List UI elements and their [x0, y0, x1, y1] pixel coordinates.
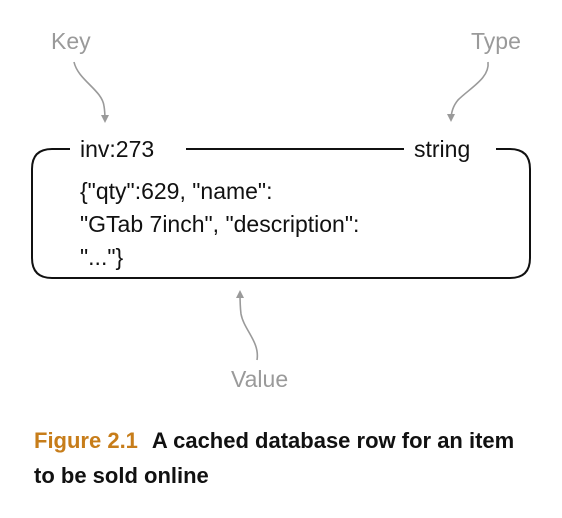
record-value-line: "GTab 7inch", "description":	[80, 211, 360, 237]
figure-number: Figure 2.1	[34, 428, 138, 453]
record-key: inv:273	[80, 136, 155, 162]
record-value-line: "..."}	[80, 244, 124, 270]
figure-caption-text: A cached database row for an item to be …	[34, 428, 515, 488]
value-callout-label: Value	[231, 366, 289, 392]
key-callout-label: Key	[51, 28, 91, 54]
value-arrow	[236, 290, 259, 361]
diagram-canvas	[31, 61, 531, 361]
key-value-diagram: Key Type Value inv:273 string {"qty":629…	[31, 28, 531, 392]
record-type: string	[414, 136, 471, 162]
record-value-line: {"qty":629, "name":	[80, 178, 273, 204]
type-callout-label: Type	[471, 28, 521, 54]
key-arrow	[73, 61, 109, 123]
type-arrow	[447, 61, 489, 122]
record-box-outline	[31, 148, 531, 279]
